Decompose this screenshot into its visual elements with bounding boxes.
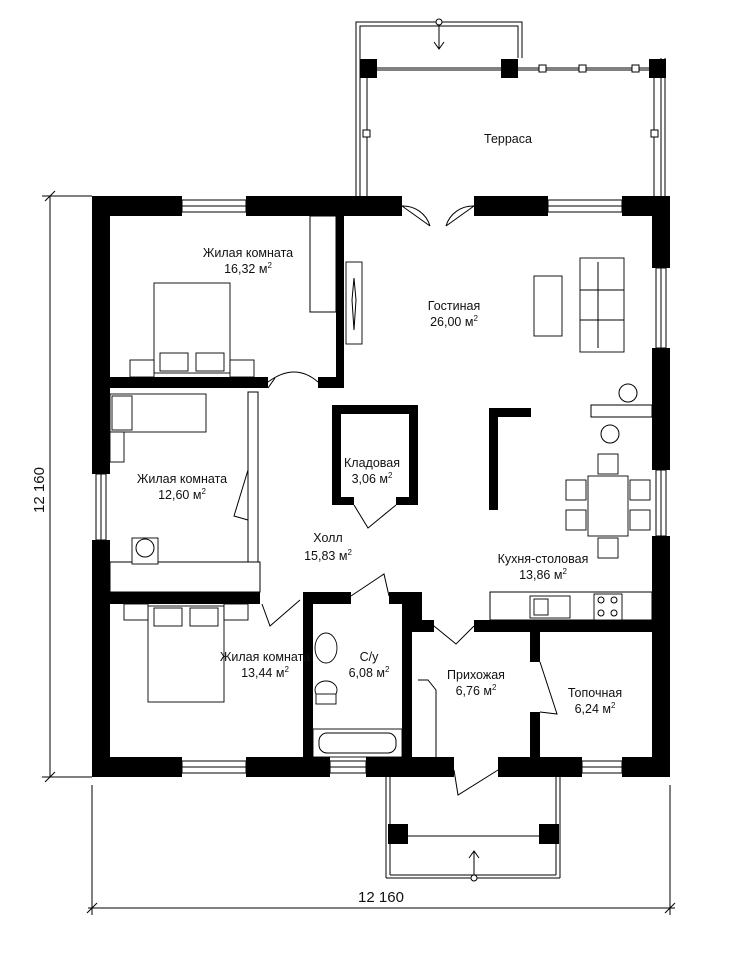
room-area-entrance: 6,76: [456, 684, 480, 698]
windows: [95, 199, 667, 774]
svg-text:15,83 м2: 15,83 м2: [304, 548, 352, 563]
width-dimension-label: 12 160: [358, 889, 404, 906]
svg-text:12,60 м2: 12,60 м2: [158, 487, 206, 502]
exterior-walls: [92, 196, 670, 777]
room-area-hall: 15,83: [304, 549, 335, 563]
room-name-bedroom1: Жилая комната: [203, 246, 293, 260]
room-area-pantry: 3,06: [352, 472, 376, 486]
furniture: [109, 257, 653, 758]
room-name-boiler: Топочная: [568, 686, 622, 700]
bed-bedroom1: [129, 282, 255, 378]
svg-text:26,00 м2: 26,00 м2: [430, 314, 478, 329]
doors: [233, 205, 558, 796]
terrace: [355, 18, 666, 196]
room-area-boiler: 6,24: [575, 702, 599, 716]
height-dimension-label: 12 160: [31, 467, 48, 513]
svg-text:6,76 м2: 6,76 м2: [456, 683, 497, 698]
svg-text:13,86 м2: 13,86 м2: [519, 567, 567, 582]
svg-text:16,32 м2: 16,32 м2: [224, 261, 272, 276]
room-area-bedroom2: 12,60: [158, 488, 189, 502]
room-area-bedroom1: 16,32: [224, 262, 255, 276]
room-name-bathroom: С/у: [360, 650, 380, 664]
room-name-hall: Холл: [313, 531, 342, 545]
room-area-living: 26,00: [430, 315, 461, 329]
room-name-bedroom2: Жилая комната: [137, 472, 227, 486]
room-name-terrace: Терраса: [484, 132, 532, 146]
room-area-bedroom3: 13,44: [241, 666, 272, 680]
porch: [385, 777, 561, 882]
svg-text:13,44 м2: 13,44 м2: [241, 665, 289, 680]
bed-bedroom3: [123, 603, 249, 703]
room-name-living: Гостиная: [428, 299, 480, 313]
svg-text:6,24 м2: 6,24 м2: [575, 701, 616, 716]
interior-walls: [109, 215, 653, 757]
room-name-pantry: Кладовая: [344, 456, 400, 470]
dimension-lines: [42, 190, 676, 915]
room-name-entrance: Прихожая: [447, 668, 505, 682]
svg-text:6,08 м2: 6,08 м2: [349, 665, 390, 680]
room-area-kitchen: 13,86: [519, 568, 550, 582]
room-name-bedroom3: Жилая комната: [220, 650, 310, 664]
room-area-bathroom: 6,08: [349, 666, 373, 680]
room-name-kitchen: Кухня-столовая: [498, 552, 589, 566]
dining-table: [565, 453, 651, 559]
room-labels: Терраса Жилая комната 16,32 м2 Гостиная …: [137, 132, 622, 716]
svg-text:3,06 м2: 3,06 м2: [352, 471, 393, 486]
